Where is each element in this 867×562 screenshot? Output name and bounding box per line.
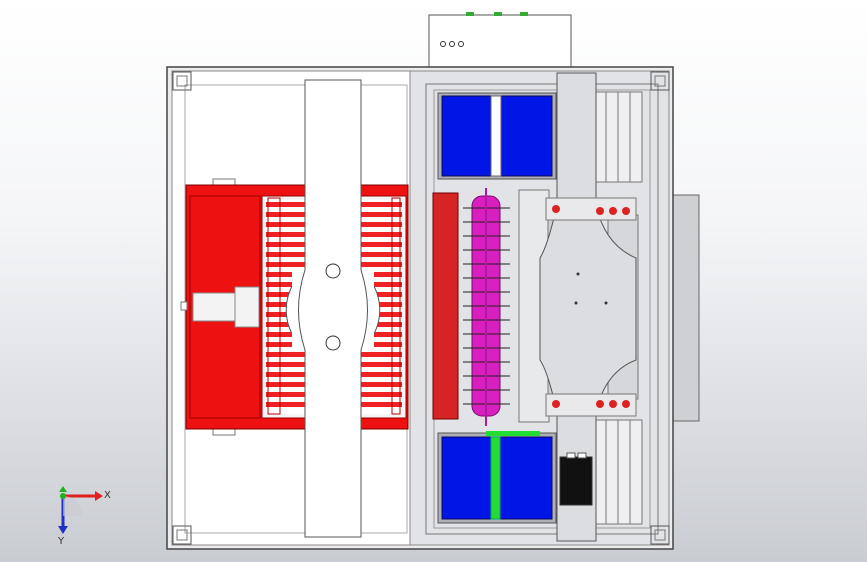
battery-top	[437, 92, 557, 180]
right-side-panel	[672, 194, 700, 422]
axis-triad: X Y	[57, 486, 111, 547]
bearing-blocks	[545, 197, 637, 417]
y-axis-label: Y	[57, 536, 65, 547]
magenta-roller	[463, 188, 510, 426]
cross-gantry	[285, 79, 381, 538]
central-carriage	[539, 72, 637, 542]
motor-shaft	[192, 292, 236, 322]
battery-bottom	[437, 431, 557, 524]
top-junction-box	[428, 12, 572, 68]
red-side-plate	[432, 192, 459, 420]
control-box	[559, 456, 593, 506]
x-axis-label: X	[104, 490, 111, 501]
